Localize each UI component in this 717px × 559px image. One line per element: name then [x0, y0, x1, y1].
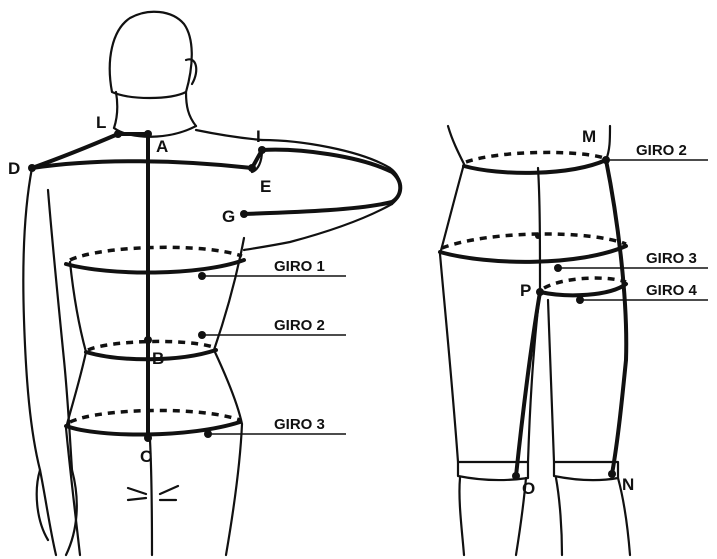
giro1-front: [66, 260, 244, 273]
legs-giro3-back: [442, 234, 626, 248]
legs-giro4-front: [540, 284, 626, 295]
left-calf: [459, 478, 526, 555]
label-giro3: GIRO 3: [274, 416, 325, 433]
legs-giro3-center-marker: [535, 233, 541, 239]
label-C: C: [140, 447, 152, 466]
point-C-marker: [144, 434, 152, 442]
giro3-marker: [204, 430, 212, 438]
legs-giro2-back: [466, 152, 604, 162]
label-D: D: [8, 159, 20, 178]
legs-giro2-front: [464, 160, 606, 173]
point-O-marker: [512, 472, 520, 480]
hips-left-outline: [440, 126, 464, 462]
label-M: M: [582, 127, 596, 146]
right-shoulder: [196, 130, 262, 140]
label-L: L: [96, 113, 106, 132]
point-P-marker: [536, 288, 544, 296]
label-legs-giro2: GIRO 2: [636, 142, 687, 159]
legs-giro3-marker: [554, 264, 562, 272]
label-legs-giro3: GIRO 3: [646, 250, 697, 267]
legs-giro4-back: [544, 278, 626, 288]
center-seam: [538, 168, 540, 292]
back-figure: L A I D E G B C GIRO 1 GIRO 2 GIRO 3: [8, 12, 400, 555]
giro2-front: [86, 350, 216, 359]
point-N-marker: [608, 470, 616, 478]
label-giro2: GIRO 2: [274, 317, 325, 334]
giro3-back: [70, 410, 240, 422]
legs-giro4-marker: [576, 296, 584, 304]
label-giro1: GIRO 1: [274, 258, 325, 275]
torso-right-side: [214, 238, 244, 555]
giro1-back: [70, 247, 242, 260]
right-knee-cuff: [554, 462, 618, 480]
point-I-marker: [258, 146, 266, 154]
label-O: O: [522, 479, 535, 498]
legs-giro3-front: [440, 246, 626, 262]
point-M-marker: [602, 156, 610, 164]
buttock-mark: [128, 486, 178, 500]
point-G-marker: [240, 210, 248, 218]
label-P: P: [520, 281, 531, 300]
neck: [114, 92, 117, 128]
point-E-marker: [248, 164, 256, 172]
point-A-marker: [144, 130, 152, 138]
right-leg-inner: [548, 300, 554, 462]
point-B-marker: [144, 336, 152, 344]
neck: [186, 92, 196, 126]
right-calf: [556, 478, 630, 555]
head-hair: [110, 12, 192, 98]
line-D-E: [32, 161, 252, 168]
label-G: G: [222, 207, 235, 226]
point-D-marker: [28, 164, 36, 172]
label-legs-giro4: GIRO 4: [646, 282, 698, 299]
label-N: N: [622, 475, 634, 494]
hips-right-outline: [606, 126, 610, 160]
legs-figure: M P O N GIRO 2 GIRO 3 GIRO 4: [440, 126, 708, 555]
giro3-front: [66, 422, 240, 435]
label-E: E: [260, 177, 271, 196]
label-I: I: [256, 127, 261, 146]
label-A: A: [156, 137, 168, 156]
point-L-marker: [114, 130, 122, 138]
line-M-N: [606, 160, 626, 474]
giro2-marker: [198, 331, 206, 339]
giro1-marker: [198, 272, 206, 280]
label-B: B: [152, 349, 164, 368]
